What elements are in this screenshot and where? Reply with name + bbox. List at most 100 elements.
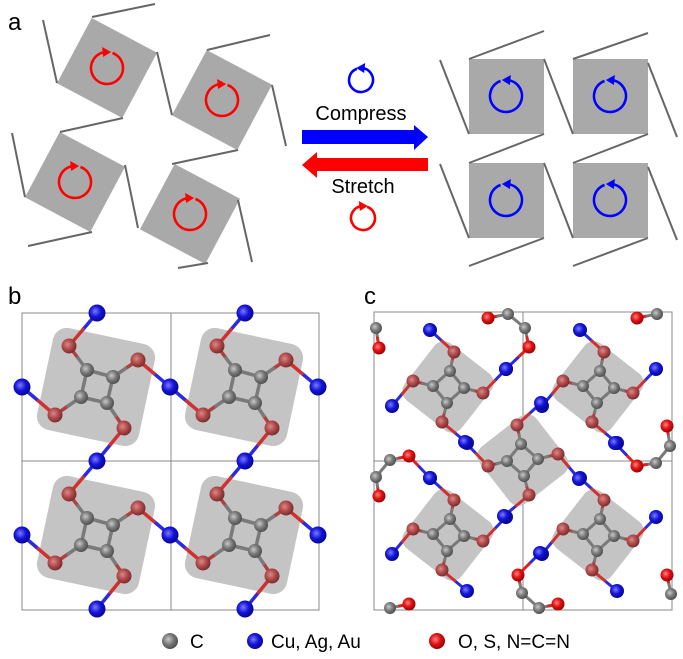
oxygen-atom xyxy=(597,345,611,359)
rotation-arc-icon xyxy=(172,196,208,232)
metal-atom xyxy=(649,510,663,524)
carbon-atom xyxy=(591,397,603,409)
metal-atom xyxy=(161,526,179,544)
oxygen-atom xyxy=(130,352,146,368)
stretch-arrow xyxy=(302,152,428,178)
carbon-atom xyxy=(248,396,262,410)
carbon-atom xyxy=(384,602,396,614)
rotating-square xyxy=(56,17,158,119)
carbon-atom xyxy=(384,454,396,466)
oxygen-atom xyxy=(660,568,674,582)
oxygen-atom xyxy=(264,568,280,584)
hinge-line xyxy=(468,237,545,267)
metal-atom xyxy=(88,600,106,618)
panel-label-a: a xyxy=(8,9,22,36)
oxygen-atom xyxy=(476,534,490,548)
oxygen-atom xyxy=(626,386,640,400)
hinge-line xyxy=(572,32,649,60)
carbon-atom xyxy=(591,545,603,557)
oxygen-atom xyxy=(476,386,490,400)
carbon-atom xyxy=(651,308,663,320)
oxygen-atom xyxy=(435,415,449,429)
oxygen-atom xyxy=(195,407,211,423)
oxygen-atom xyxy=(510,418,524,432)
hinge-line xyxy=(11,132,26,198)
molecule-highlight xyxy=(184,327,304,447)
legend-carbon-swatch xyxy=(162,633,178,649)
hinge-line xyxy=(439,163,470,239)
oxygen-atom xyxy=(585,563,599,577)
carbon-atom xyxy=(501,455,513,467)
carbon-atom xyxy=(254,370,268,384)
metal-atom xyxy=(608,436,622,450)
carbon-atom xyxy=(594,513,606,525)
oxygen-atom xyxy=(61,338,77,354)
rotation-arrowhead-icon xyxy=(185,193,195,203)
rotation-arc-icon xyxy=(592,182,628,218)
metal-atom xyxy=(88,452,106,470)
rotation-arc-icon xyxy=(204,82,240,118)
carbon-atom xyxy=(228,511,242,525)
metal-atom xyxy=(236,452,254,470)
panel-c-structure xyxy=(370,308,677,614)
rotating-square xyxy=(139,163,241,265)
molecule-highlight xyxy=(552,341,644,433)
oxygen-atom xyxy=(522,340,536,354)
rotating-square xyxy=(24,131,126,233)
metal-atom xyxy=(423,323,437,337)
oxygen-atom xyxy=(372,341,386,355)
panel-a-schematic xyxy=(11,3,678,269)
rotation-arrowhead-icon xyxy=(102,47,112,57)
metal-atom xyxy=(649,362,663,376)
oxygen-atom xyxy=(435,563,449,577)
molecule-highlight xyxy=(552,489,644,581)
rotation-arc-icon xyxy=(349,204,377,232)
compress-arrow xyxy=(302,125,428,150)
molecule-highlight xyxy=(402,489,494,581)
oxygen-atom xyxy=(130,500,146,516)
oxygen-atom xyxy=(372,489,386,503)
panel-label-c: c xyxy=(364,283,376,310)
carbon-atom xyxy=(577,380,589,392)
carbon-atom xyxy=(370,471,382,483)
hinge-line xyxy=(124,164,139,229)
carbon-atom xyxy=(515,438,527,450)
carbon-atom xyxy=(441,545,453,557)
carbon-atom xyxy=(427,380,439,392)
carbon-atom xyxy=(74,538,88,552)
molecule-highlight xyxy=(184,475,304,595)
carbon-atom xyxy=(650,457,662,469)
oxygen-atom xyxy=(278,500,294,516)
oxygen-atom xyxy=(585,415,599,429)
carbon-atom xyxy=(370,322,382,334)
carbon-atom xyxy=(608,382,620,394)
metal-atom xyxy=(499,362,513,376)
metal-atom xyxy=(13,378,31,396)
metal-atom xyxy=(385,547,399,561)
oxygen-atom xyxy=(47,407,63,423)
carbon-atom xyxy=(518,470,530,482)
carbon-atom xyxy=(458,530,470,542)
carbon-atom xyxy=(502,308,514,320)
oxygen-atom xyxy=(195,555,211,571)
hinge-line xyxy=(271,84,287,147)
hinge-line xyxy=(27,231,93,247)
hinge-line xyxy=(647,166,678,241)
hinge-line xyxy=(42,19,58,84)
carbon-atom xyxy=(228,363,242,377)
metal-atom xyxy=(460,584,474,598)
metal-atom xyxy=(458,435,472,449)
carbon-atom xyxy=(80,363,94,377)
oxygen-atom xyxy=(447,345,461,359)
oxygen-atom xyxy=(406,374,420,388)
panel-label-b: b xyxy=(8,283,21,310)
metal-atom xyxy=(309,526,327,544)
oxygen-atom xyxy=(116,420,132,436)
carbon-atom xyxy=(106,518,120,532)
hinge-line xyxy=(468,133,545,164)
carbon-atom xyxy=(254,518,268,532)
oxygen-atom xyxy=(406,522,420,536)
oxygen-atom xyxy=(551,447,565,461)
carbon-atom xyxy=(532,453,544,465)
legend-metal-label: Cu, Ag, Au xyxy=(271,632,361,653)
